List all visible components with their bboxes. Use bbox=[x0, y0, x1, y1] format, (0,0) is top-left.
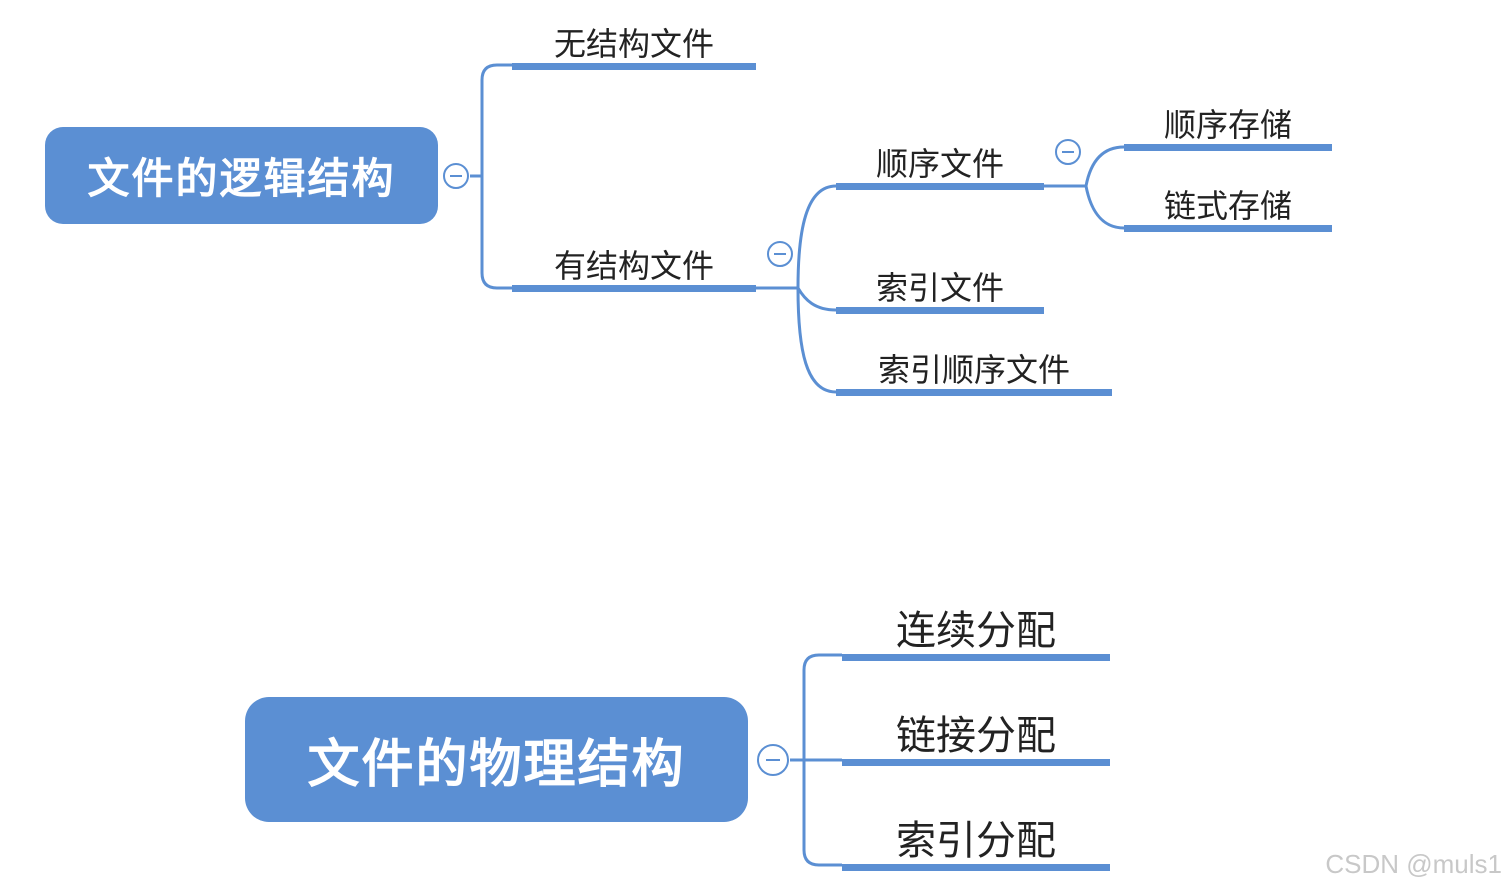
node-linked-storage[interactable]: 链式存储 bbox=[1124, 172, 1332, 232]
node-underline bbox=[842, 654, 1110, 661]
node-structured-file[interactable]: 有结构文件 bbox=[512, 232, 756, 292]
minus-circle-icon bbox=[1062, 151, 1074, 153]
node-indexed-sequential-file-label: 索引顺序文件 bbox=[877, 351, 1070, 389]
node-indexed-sequential-file[interactable]: 索引顺序文件 bbox=[836, 336, 1112, 396]
physical-root-collapse-button[interactable] bbox=[757, 744, 789, 776]
node-sequential-storage-label: 顺序存储 bbox=[1163, 106, 1292, 144]
node-underline bbox=[836, 183, 1044, 190]
logical-structure-root-label: 文件的逻辑结构 bbox=[87, 154, 396, 203]
watermark: CSDN @muls1 bbox=[1325, 849, 1502, 879]
node-underline bbox=[1124, 225, 1332, 232]
node-indexed-file[interactable]: 索引文件 bbox=[836, 254, 1044, 314]
physical-structure-root[interactable]: 文件的物理结构 bbox=[245, 697, 748, 822]
logical-structure-root[interactable]: 文件的逻辑结构 bbox=[45, 127, 438, 224]
node-contiguous-allocation-label: 连续分配 bbox=[896, 608, 1056, 654]
node-indexed-allocation[interactable]: 索引分配 bbox=[842, 795, 1110, 871]
node-underline bbox=[842, 759, 1110, 766]
minus-circle-icon bbox=[766, 759, 780, 761]
structured-file-collapse-button[interactable] bbox=[767, 241, 793, 267]
node-underline bbox=[512, 63, 756, 70]
node-sequential-file-label: 顺序文件 bbox=[875, 145, 1004, 183]
node-unstructured-file[interactable]: 无结构文件 bbox=[512, 10, 756, 70]
node-structured-file-label: 有结构文件 bbox=[553, 247, 714, 285]
logical-root-collapse-button[interactable] bbox=[443, 163, 469, 189]
node-indexed-allocation-label: 索引分配 bbox=[896, 818, 1056, 864]
node-underline bbox=[512, 285, 756, 292]
node-indexed-file-label: 索引文件 bbox=[875, 269, 1004, 307]
minus-circle-icon bbox=[450, 175, 462, 177]
physical-structure-root-label: 文件的物理结构 bbox=[307, 735, 686, 795]
node-contiguous-allocation[interactable]: 连续分配 bbox=[842, 585, 1110, 661]
node-linked-storage-label: 链式存储 bbox=[1163, 187, 1292, 225]
node-underline bbox=[836, 307, 1044, 314]
node-linked-allocation[interactable]: 链接分配 bbox=[842, 690, 1110, 766]
node-linked-allocation-label: 链接分配 bbox=[896, 713, 1056, 759]
node-underline bbox=[836, 389, 1112, 396]
minus-circle-icon bbox=[774, 253, 786, 255]
node-sequential-storage[interactable]: 顺序存储 bbox=[1124, 91, 1332, 151]
node-underline bbox=[1124, 144, 1332, 151]
node-unstructured-file-label: 无结构文件 bbox=[553, 25, 714, 63]
node-underline bbox=[842, 864, 1110, 871]
sequential-file-collapse-button[interactable] bbox=[1055, 139, 1081, 165]
node-sequential-file[interactable]: 顺序文件 bbox=[836, 130, 1044, 190]
